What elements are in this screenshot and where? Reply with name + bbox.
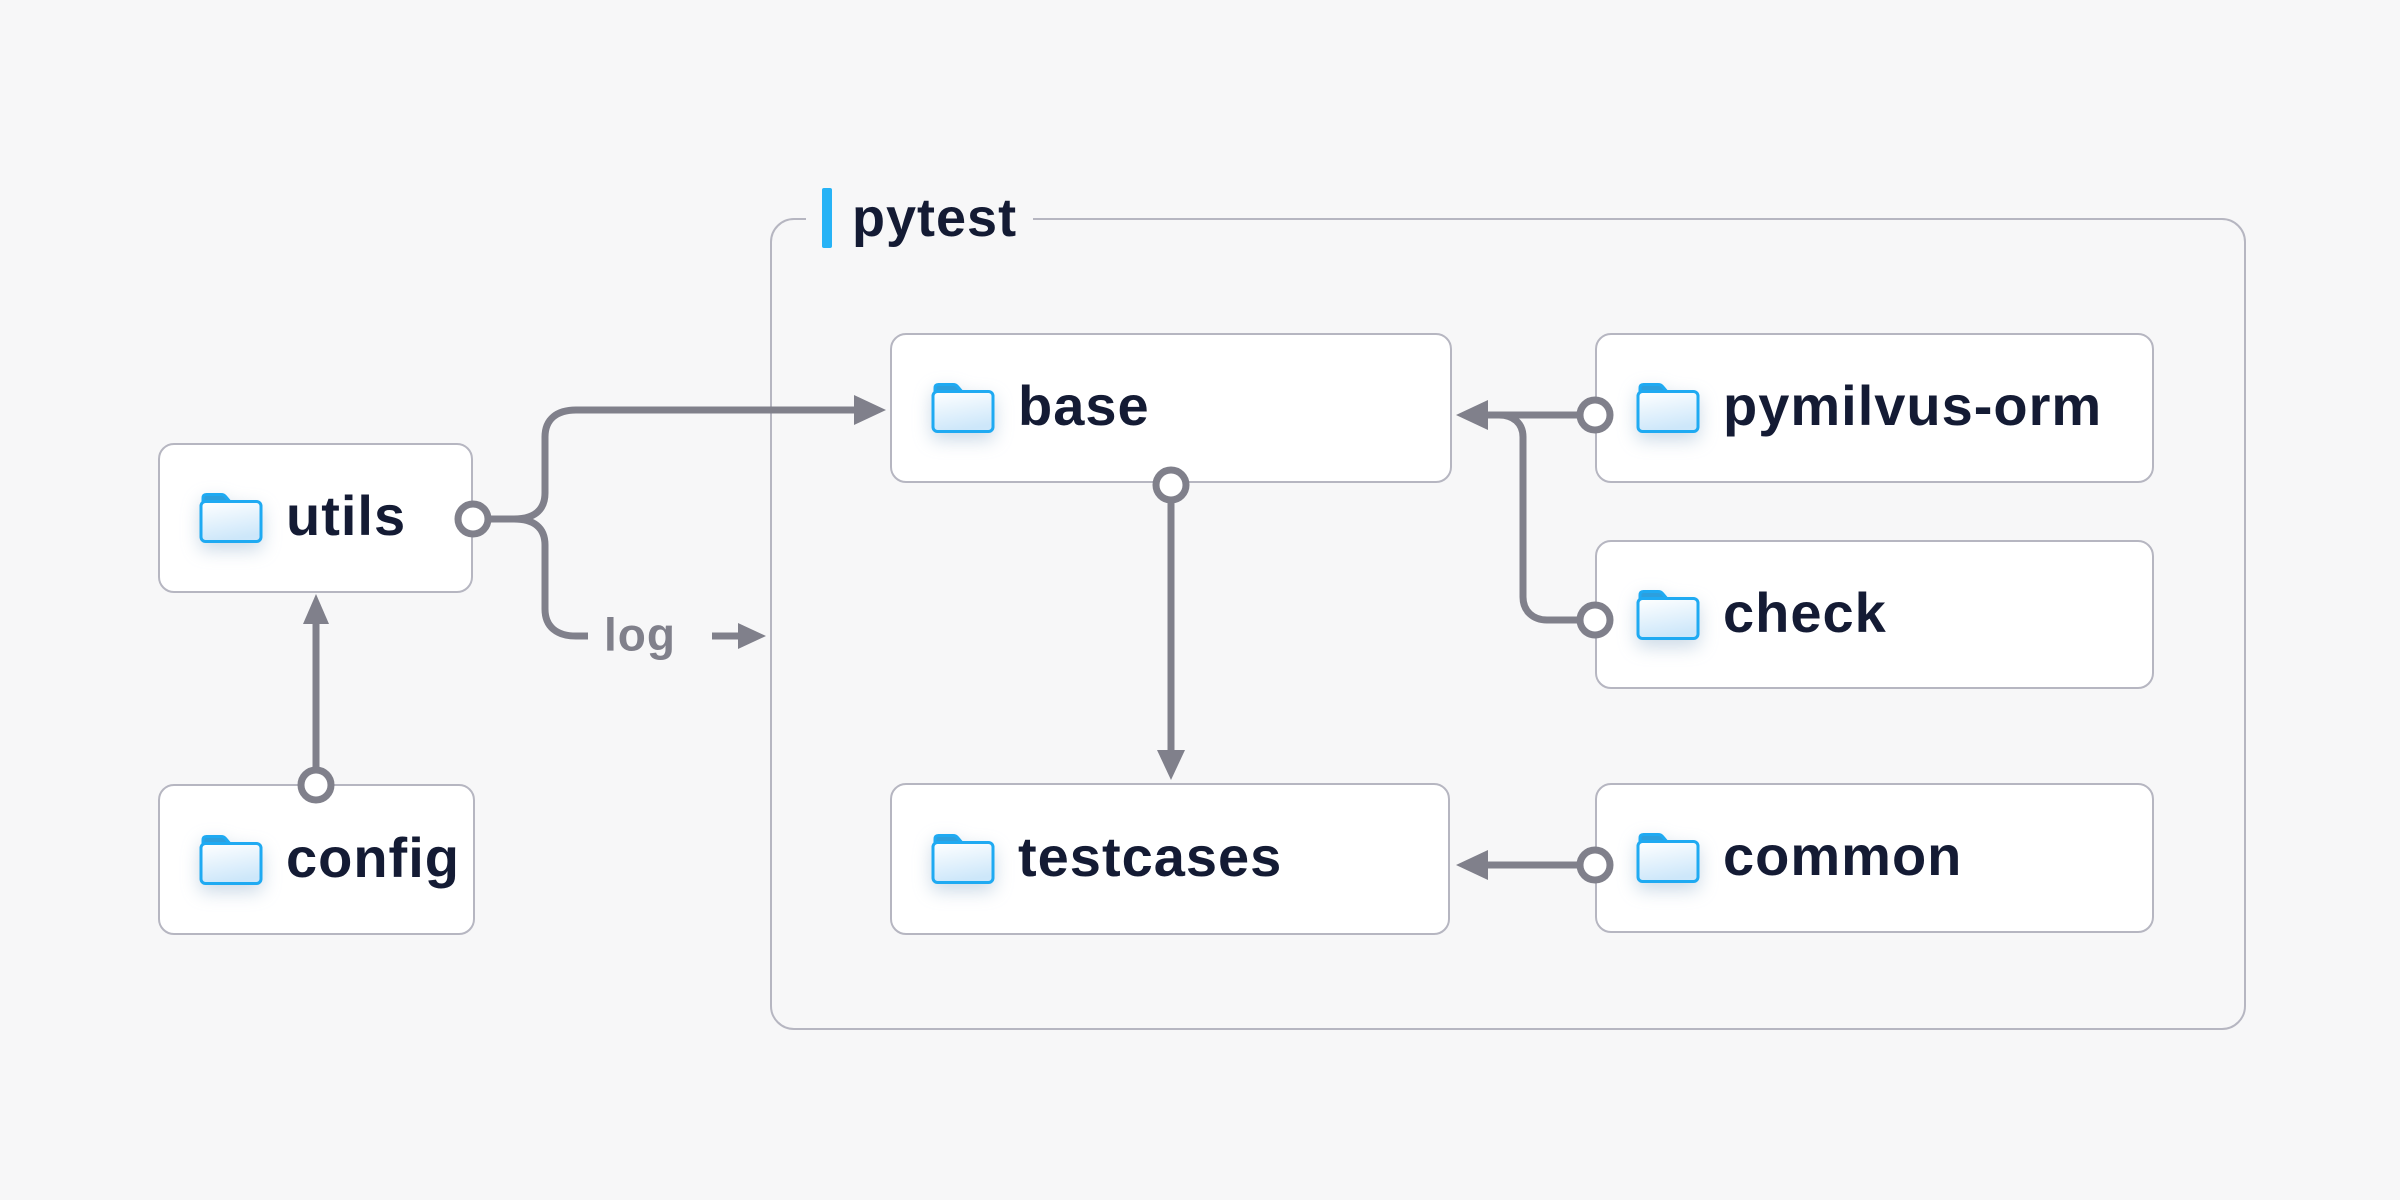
folder-icon xyxy=(931,834,995,884)
node-label: testcases xyxy=(1018,825,1283,888)
node-label: common xyxy=(1723,824,1963,887)
node-testcases: testcases xyxy=(890,783,1450,935)
folder-icon xyxy=(1636,383,1700,433)
node-label: config xyxy=(286,825,460,889)
arrowhead-up-utils xyxy=(303,594,329,624)
folder-icon xyxy=(931,383,995,433)
node-label: check xyxy=(1723,580,1887,644)
accent-bar xyxy=(822,188,832,248)
node-config: config xyxy=(158,784,475,935)
pytest-container-label: pytest xyxy=(806,182,1034,254)
folder-icon xyxy=(1636,589,1700,640)
folder-icon xyxy=(199,493,263,543)
edge-label-log: log xyxy=(604,608,676,661)
node-label: base xyxy=(1018,374,1150,437)
pytest-label-text: pytest xyxy=(852,188,1018,248)
node-utils: utils xyxy=(158,443,473,593)
node-base: base xyxy=(890,333,1452,483)
node-label: pymilvus-orm xyxy=(1723,374,2103,437)
arrowhead-right-pytest xyxy=(738,623,766,649)
node-common: common xyxy=(1595,783,2154,933)
edge-utils-log xyxy=(488,515,588,640)
node-check: check xyxy=(1595,540,2154,689)
folder-icon xyxy=(1636,833,1700,883)
node-label: utils xyxy=(286,484,407,547)
pytest-container xyxy=(770,218,2246,1030)
folder-icon xyxy=(199,834,263,885)
node-pymilvus-orm: pymilvus-orm xyxy=(1595,333,2154,483)
